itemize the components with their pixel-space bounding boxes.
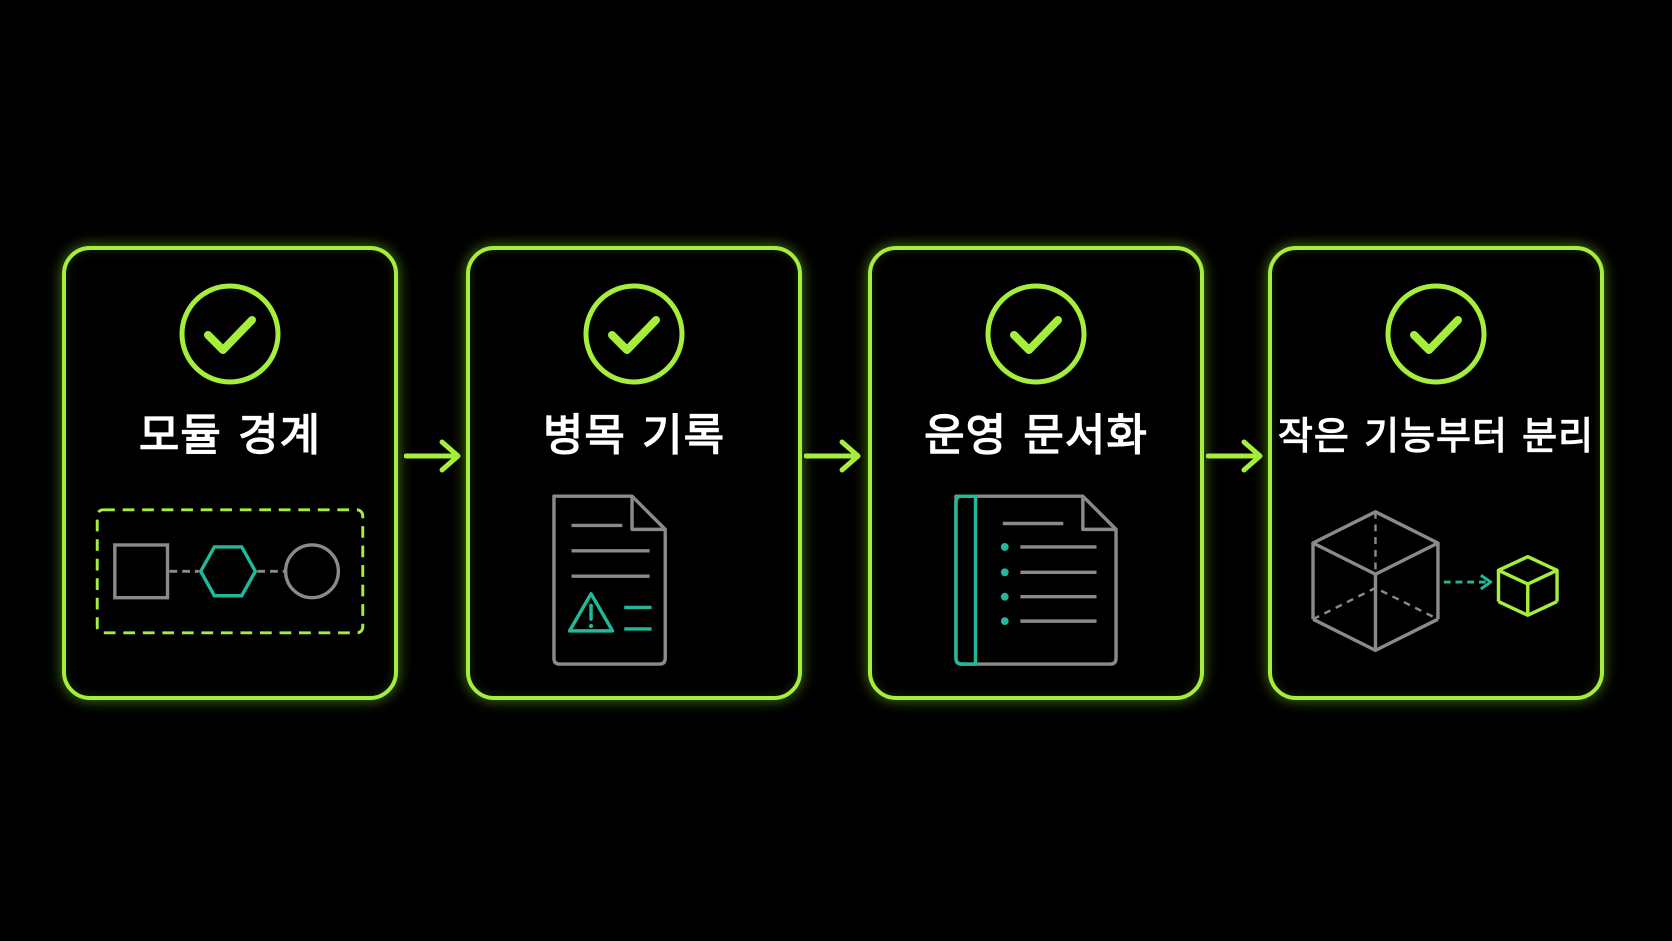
step-title: 운영 문서화	[924, 410, 1148, 461]
check-circle-icon	[1385, 283, 1487, 385]
flow-arrow-icon	[404, 439, 461, 473]
step-title: 병목 기록	[542, 410, 726, 461]
step-card-split-small-features: 작은 기능부터 분리	[1268, 246, 1604, 700]
step-title: 모듈 경계	[138, 410, 322, 461]
check-circle-icon	[179, 283, 281, 385]
check-circle-icon	[583, 283, 685, 385]
step-card-bottleneck-record: 병목 기록	[466, 246, 802, 700]
cube-split-icon	[1311, 510, 1559, 653]
step-card-operations-documentation: 운영 문서화	[868, 246, 1204, 700]
step-card-module-boundary: 모듈 경계	[62, 246, 398, 700]
bullet-list-document-icon	[954, 494, 1118, 666]
warning-document-icon	[552, 494, 667, 666]
flow-arrow-icon	[1206, 439, 1263, 473]
check-circle-icon	[985, 283, 1087, 385]
module-boundary-icon	[95, 508, 365, 635]
step-title: 작은 기능부터 분리	[1277, 414, 1595, 458]
flow-arrow-icon	[804, 439, 861, 473]
